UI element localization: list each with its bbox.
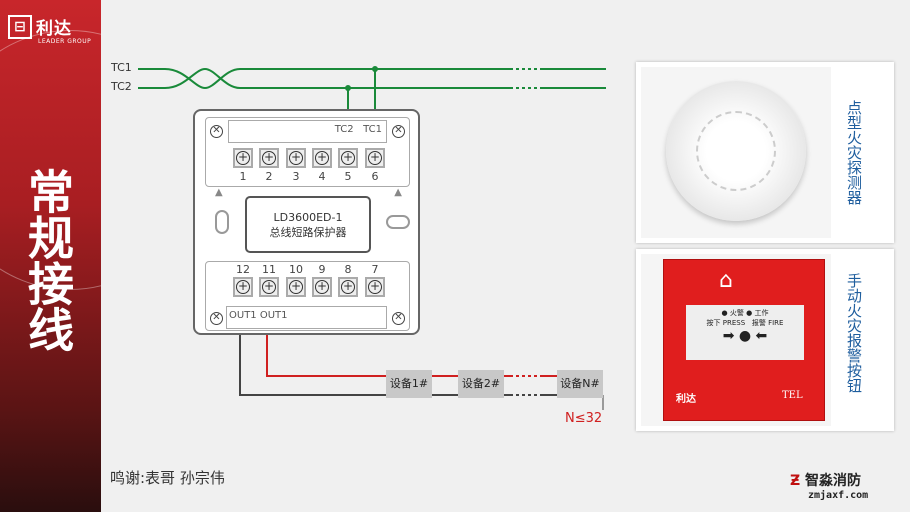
terminal-number: 4 xyxy=(318,170,326,183)
terminal-icon: + xyxy=(365,277,385,297)
brand-logo: ⊟ 利达 LEADER GROUP xyxy=(8,14,91,45)
alarm-label-en: FIRE xyxy=(768,319,784,327)
detector-label: 点型火灾探测器 xyxy=(845,100,863,205)
junction-dot xyxy=(345,85,351,91)
junction-dot xyxy=(372,66,378,72)
device-1: 设备1# xyxy=(386,370,432,398)
terminal-icon: + xyxy=(259,148,279,168)
terminal-number: 11 xyxy=(262,263,276,276)
screw-icon: ✕ xyxy=(210,312,223,325)
device-2: 设备2# xyxy=(458,370,504,398)
terminal-icon: + xyxy=(233,277,253,297)
out-wire-black xyxy=(239,335,557,396)
terminal-number: 2 xyxy=(265,170,273,183)
mounting-slot xyxy=(386,215,410,229)
bus-short-circuit-protector: TC2 TC1 ✕ ✕ + + + + + + 1 2 3 4 5 6 ▲ ▲ … xyxy=(193,109,420,335)
arrow-up-icon: ▲ xyxy=(394,187,402,198)
tc1-label: TC1 xyxy=(111,61,132,74)
terminal-number: 7 xyxy=(371,263,379,276)
credit-text: 鸣谢:表哥 孙宗伟 xyxy=(110,469,225,487)
tc2-terminal-label: TC2 xyxy=(334,124,354,135)
logo-mark: ⊟ xyxy=(8,14,32,39)
detector-image xyxy=(641,67,831,238)
device-n: 设备N# xyxy=(557,370,603,398)
press-label-en: PRESS xyxy=(722,319,746,327)
fire-indicator-label: 火警 xyxy=(729,309,744,317)
bottom-terminal-strip: 12 11 10 9 8 7 + + + + + + OUT1 OUT1 ✕ ✕ xyxy=(205,261,410,331)
top-terminal-strip: TC2 TC1 ✕ ✕ + + + + + + 1 2 3 4 5 6 xyxy=(205,117,410,187)
bus-lines xyxy=(138,67,606,110)
arrow-up-icon: ▲ xyxy=(215,187,223,198)
screw-icon: ✕ xyxy=(392,125,405,138)
terminal-number: 6 xyxy=(371,170,379,183)
watermark-url: zmjaxf.com xyxy=(808,490,869,501)
smoke-detector-card: 点型火灾探测器 xyxy=(636,62,894,243)
call-point-brand: 利达 xyxy=(676,394,696,405)
device-label-panel: LD3600ED-1 总线短路保护器 xyxy=(245,196,371,253)
terminal-number: 12 xyxy=(236,263,250,276)
terminal-icon: + xyxy=(233,148,253,168)
house-fire-icon: ⌂ xyxy=(719,268,733,293)
terminal-icon: + xyxy=(259,277,279,297)
tc1-terminal-label: TC1 xyxy=(363,124,382,135)
watermark-logo-icon: Ƶ xyxy=(790,473,801,489)
screw-icon: ✕ xyxy=(210,125,223,138)
device-name: 总线短路保护器 xyxy=(269,226,347,239)
terminal-number: 5 xyxy=(344,170,352,183)
call-point-image: ⌂ ● 火警 ● 工作 按下 PRESS 报警 FIRE ➡ ● ⬅ 利达 TE… xyxy=(641,254,831,426)
terminal-number: 8 xyxy=(344,263,352,276)
terminal-icon: + xyxy=(338,277,358,297)
tel-label: TEL xyxy=(782,390,803,401)
terminal-number: 10 xyxy=(289,263,303,276)
mounting-slot xyxy=(215,210,229,234)
screw-icon: ✕ xyxy=(392,312,405,325)
brand-name: 利达 xyxy=(36,19,72,39)
terminal-icon: + xyxy=(286,277,306,297)
terminal-icon: + xyxy=(365,148,385,168)
watermark: Ƶ 智淼消防 zmjaxf.com xyxy=(790,470,868,501)
page-title: 常规接线 xyxy=(21,168,75,352)
watermark-name: 智淼消防 xyxy=(805,473,862,489)
device-model: LD3600ED-1 xyxy=(273,211,343,224)
manual-call-point-card: ⌂ ● 火警 ● 工作 按下 PRESS 报警 FIRE ➡ ● ⬅ 利达 TE… xyxy=(636,249,894,431)
out-terminal-label: OUT1 OUT1 xyxy=(226,306,387,329)
press-label: 按下 xyxy=(706,319,721,327)
terminal-icon: + xyxy=(312,148,332,168)
tc2-label: TC2 xyxy=(111,80,132,93)
alarm-label: 报警 xyxy=(751,319,766,327)
device-limit: N≤32 xyxy=(565,411,603,426)
tc2-line xyxy=(138,67,510,89)
call-point-label: 手动火灾报警按钮 xyxy=(845,273,863,393)
terminal-icon: + xyxy=(338,148,358,168)
sidebar: ⊟ 利达 LEADER GROUP 常规接线 xyxy=(0,0,101,512)
work-indicator-label: 工作 xyxy=(754,309,769,317)
terminal-number: 9 xyxy=(318,263,326,276)
terminal-icon: + xyxy=(312,277,332,297)
out-wire-red xyxy=(266,335,557,377)
terminal-number: 3 xyxy=(292,170,300,183)
terminal-number: 1 xyxy=(239,170,247,183)
tc1-line xyxy=(138,68,510,90)
brand-sub: LEADER GROUP xyxy=(38,38,92,45)
terminal-icon: + xyxy=(286,148,306,168)
